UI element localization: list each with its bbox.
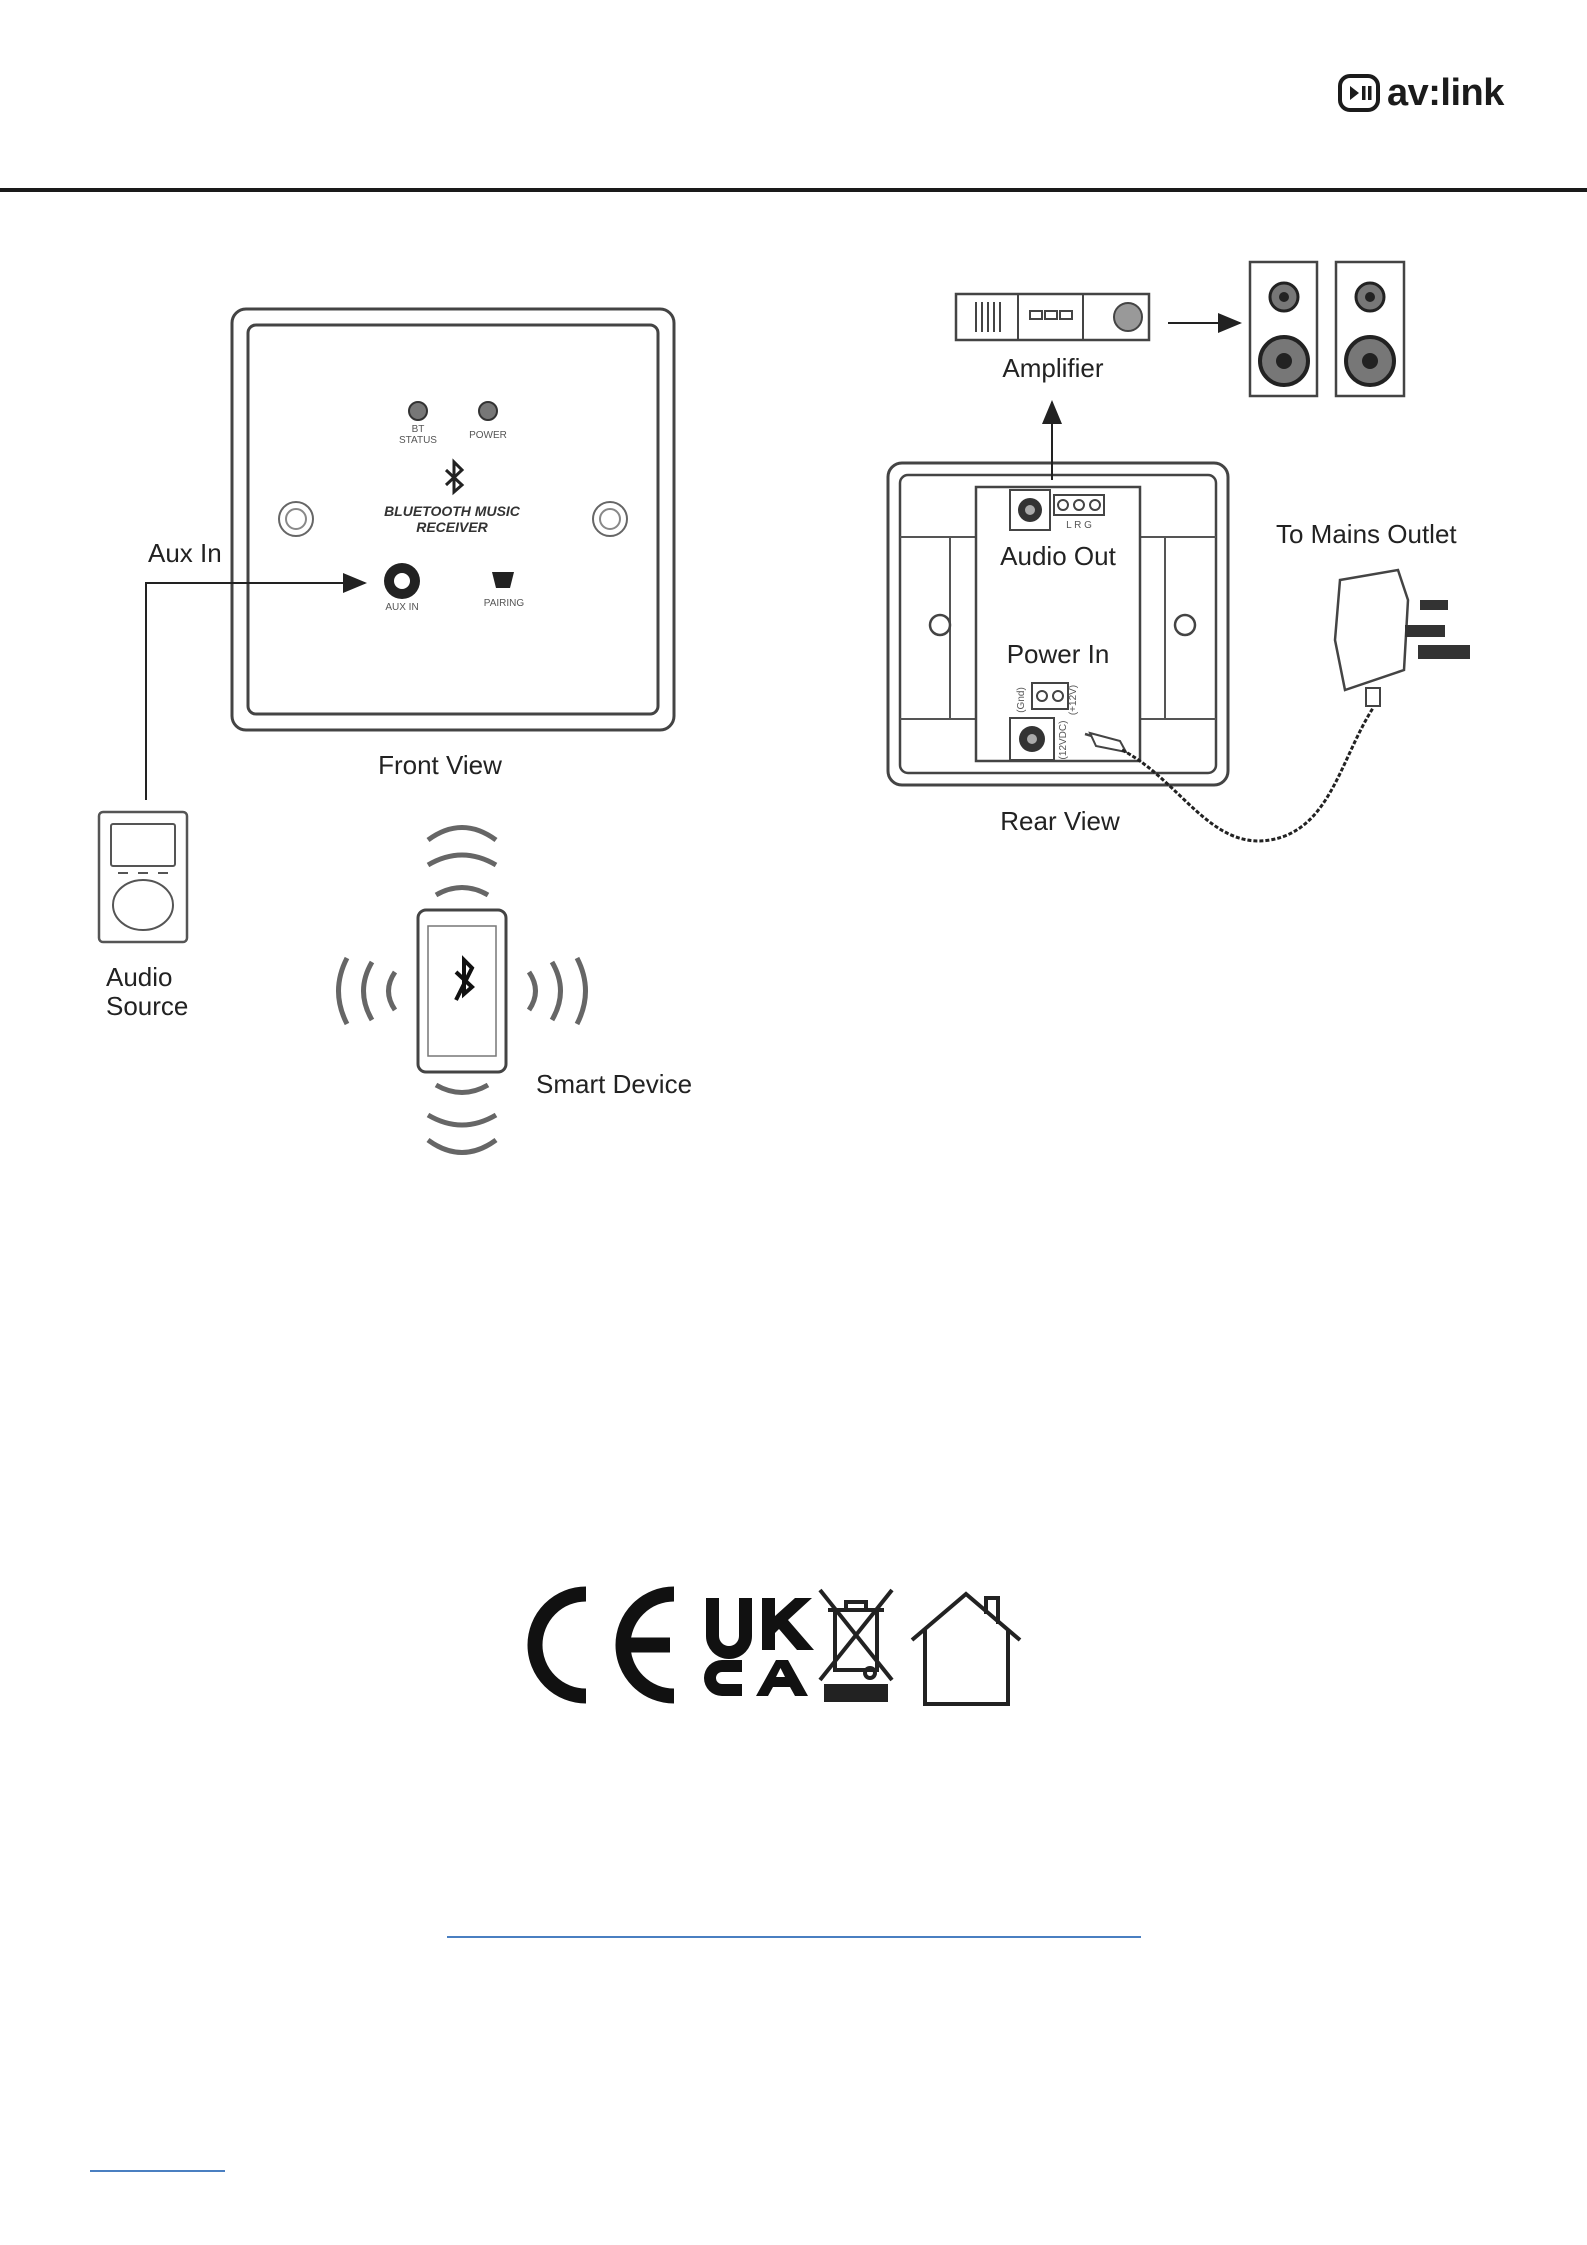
bt-status-label: BT (412, 424, 425, 435)
speaker-right-icon (1336, 262, 1404, 396)
power-led-icon (479, 402, 497, 420)
audio-out-terminal-icon (1054, 495, 1104, 515)
smart-device-label: Smart Device (536, 1069, 692, 1099)
audio-source-label-line2: Source (106, 991, 188, 1021)
weee-crossed-bin-icon (820, 1590, 892, 1700)
smart-device-icon (418, 910, 506, 1072)
dc-jack-label: (12VDC) (1058, 721, 1069, 760)
amplifier-icon (956, 294, 1149, 340)
front-view-label: Front View (378, 750, 502, 780)
connection-diagram: BT STATUS POWER BLUETOOTH MUSIC RECEIVER… (0, 0, 1587, 1200)
plus12v-label: (+12V) (1068, 685, 1079, 715)
pairing-label: PAIRING (484, 598, 525, 609)
bt-status-label-2: STATUS (399, 435, 437, 446)
power-adapter-icon (1335, 570, 1470, 706)
certification-marks (520, 1580, 1070, 1710)
audio-source-label-line1: Audio (106, 962, 173, 992)
to-mains-outlet-label: To Mains Outlet (1276, 519, 1457, 549)
indoor-use-house-icon (912, 1594, 1020, 1704)
audio-source-device-icon (99, 812, 187, 942)
aux-in-small-label: AUX IN (385, 602, 418, 613)
product-name-line1: BLUETOOTH MUSIC (384, 503, 521, 519)
rear-view-label: Rear View (1000, 806, 1120, 836)
terminal-lr-label: L R G (1066, 520, 1092, 531)
rear-view-panel: L R G (Gnd) (+12V) (12VDC) (888, 463, 1228, 785)
speaker-left-icon (1250, 262, 1317, 396)
audio-out-jack-icon (1010, 490, 1050, 530)
footer-link[interactable] (90, 2170, 225, 2172)
ce-mark-icon (535, 1594, 674, 1696)
dc-power-jack-icon (1010, 718, 1054, 760)
gnd-label: (Gnd) (1016, 687, 1027, 713)
power-in-terminal-icon (1032, 683, 1068, 709)
aux-in-label: Aux In (148, 538, 222, 568)
power-label: POWER (469, 430, 507, 441)
bt-status-led-icon (409, 402, 427, 420)
aux-in-jack-icon (384, 563, 420, 599)
amplifier-label: Amplifier (1002, 353, 1103, 383)
ukca-mark-icon (704, 1598, 814, 1696)
front-view-panel: BT STATUS POWER BLUETOOTH MUSIC RECEIVER… (232, 309, 674, 730)
website-link[interactable] (447, 1936, 1141, 1938)
product-name-line2: RECEIVER (416, 519, 488, 535)
power-in-label: Power In (1007, 639, 1110, 669)
audio-out-label: Audio Out (1000, 541, 1116, 571)
